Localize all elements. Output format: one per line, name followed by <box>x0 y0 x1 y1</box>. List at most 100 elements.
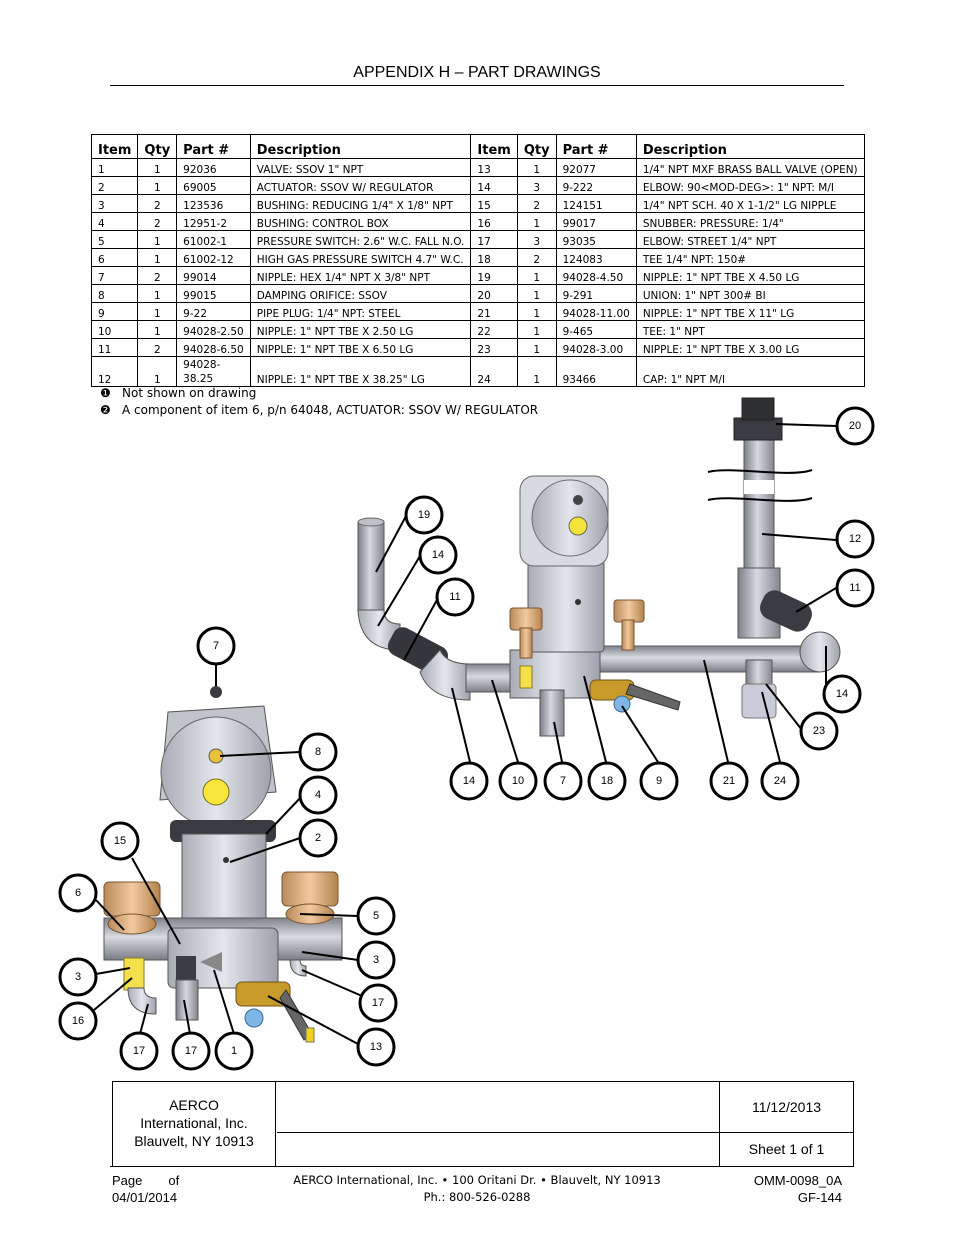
cell-item: 3 <box>90 194 139 213</box>
cell-description: CAP: 1" NPT M/I <box>635 356 865 387</box>
cell-item: 4 <box>90 212 139 231</box>
svg-text:14: 14 <box>432 549 444 561</box>
callout-8: 8 <box>298 732 338 772</box>
col-header-description-2: Description <box>635 134 865 159</box>
cell-part-number: 9-22 <box>176 302 251 321</box>
svg-text:11: 11 <box>849 582 860 594</box>
doc-number: OMM-0098_0A <box>753 1173 842 1188</box>
cell-description: ELBOW: 90<MOD-DEG>: 1" NPT: M/I <box>635 176 865 195</box>
cell-part-number: 69005 <box>176 176 251 195</box>
svg-text:8: 8 <box>315 746 321 758</box>
note-text: Not shown on drawing <box>122 386 257 400</box>
col-header-part-2: Part # <box>555 134 637 159</box>
callout-7: 7 <box>196 626 236 666</box>
svg-text:12: 12 <box>849 533 861 545</box>
cell-part-number: 9-291 <box>555 284 637 303</box>
cell-part-number: 93466 <box>555 356 637 387</box>
cell-item: 15 <box>470 194 518 213</box>
cell-qty: 1 <box>137 158 178 177</box>
callout-12: 12 <box>835 519 875 559</box>
col-header-item: Item <box>90 134 139 159</box>
leader-lines <box>93 423 837 1045</box>
cell-part-number: 94028-2.50 <box>176 320 251 339</box>
form-number: GF-144 <box>797 1190 842 1205</box>
col-header-description: Description <box>249 134 472 159</box>
cell-item: 1 <box>90 158 139 177</box>
callout-13: 13 <box>356 1027 396 1067</box>
cell-description: NIPPLE: 1" NPT TBE X 2.50 LG <box>249 320 472 339</box>
title-block-field-top <box>277 1082 720 1133</box>
cell-qty: 2 <box>137 212 178 231</box>
header-divider <box>110 85 844 86</box>
cell-qty: 1 <box>516 266 557 285</box>
of-label: of <box>168 1173 180 1188</box>
callout-9: 9 <box>639 761 679 801</box>
cell-qty: 1 <box>516 302 557 321</box>
callout-14: 14 <box>418 535 458 575</box>
note-text: A component of item 6, p/n 64048, ACTUAT… <box>122 403 539 417</box>
cell-description: SNUBBER: PRESSURE: 1/4" <box>635 212 865 231</box>
title-block-field-bottom <box>277 1133 720 1166</box>
footer-divider <box>110 1166 844 1167</box>
callout-18: 18 <box>587 761 627 801</box>
cell-qty: 1 <box>137 320 178 339</box>
cell-item: 22 <box>470 320 518 339</box>
page-label: Page <box>112 1173 143 1188</box>
cell-description: NIPPLE: 1" NPT TBE X 6.50 LG <box>249 338 472 357</box>
svg-text:13: 13 <box>370 1041 382 1053</box>
cell-part-number: 92077 <box>555 158 637 177</box>
svg-text:14: 14 <box>463 775 475 787</box>
callout-15: 15 <box>100 821 140 861</box>
cell-qty: 1 <box>137 230 178 249</box>
svg-text:24: 24 <box>774 775 786 787</box>
cell-item: 17 <box>470 230 518 249</box>
cell-item: 13 <box>470 158 518 177</box>
cell-description: TEE 1/4" NPT: 150# <box>635 248 865 267</box>
cell-part-number: 124083 <box>555 248 637 267</box>
company-address: Blauvelt, NY 10913 <box>134 1133 254 1149</box>
svg-text:9: 9 <box>656 775 662 787</box>
callout-20: 20 <box>835 406 875 446</box>
cell-description: BUSHING: REDUCING 1/4" X 1/8" NPT <box>249 194 472 213</box>
callout-17: 17 <box>171 1031 211 1071</box>
svg-text:7: 7 <box>560 775 566 787</box>
cell-qty: 3 <box>516 176 557 195</box>
cell-part-number: 61002-1 <box>176 230 251 249</box>
title-block-company: AERCO International, Inc. Blauvelt, NY 1… <box>113 1082 276 1166</box>
callout-17: 17 <box>119 1031 159 1071</box>
cell-part-number: 9-465 <box>555 320 637 339</box>
page-title: APPENDIX H – PART DRAWINGS <box>353 64 601 81</box>
cell-qty: 1 <box>137 356 178 387</box>
cell-item: 18 <box>470 248 518 267</box>
callout-10: 10 <box>498 761 538 801</box>
cell-qty: 1 <box>516 284 557 303</box>
svg-text:1: 1 <box>231 1045 237 1057</box>
notes-list: ❶ Not shown on drawing ❷ A component of … <box>100 385 538 419</box>
svg-text:17: 17 <box>372 997 384 1009</box>
cell-part-number: 61002-12 <box>176 248 251 267</box>
callout-21: 21 <box>709 761 749 801</box>
part-drawing: 20 12 11 14 23 24 19 14 11 14 10 7 18 9 … <box>58 397 875 1071</box>
cell-part-number: 92036 <box>176 158 251 177</box>
col-header-part: Part # <box>176 134 251 159</box>
note-marker: ❷ <box>100 403 111 417</box>
cell-part-number: 94028-3.00 <box>555 338 637 357</box>
callout-11: 11 <box>435 577 475 617</box>
callout-6: 6 <box>58 873 98 913</box>
title-block-date: 11/12/2013 <box>720 1082 853 1133</box>
cell-part-number: 94028-6.50 <box>176 338 251 357</box>
cell-part-number: 99015 <box>176 284 251 303</box>
callout-17: 17 <box>358 983 398 1023</box>
cell-part-number: 93035 <box>555 230 637 249</box>
col-header-qty-2: Qty <box>516 134 557 159</box>
cell-qty: 1 <box>516 212 557 231</box>
note-item: ❷ A component of item 6, p/n 64048, ACTU… <box>100 402 538 419</box>
title-block: AERCO International, Inc. Blauvelt, NY 1… <box>112 1081 854 1167</box>
cell-qty: 1 <box>137 176 178 195</box>
callout-2: 2 <box>298 818 338 858</box>
